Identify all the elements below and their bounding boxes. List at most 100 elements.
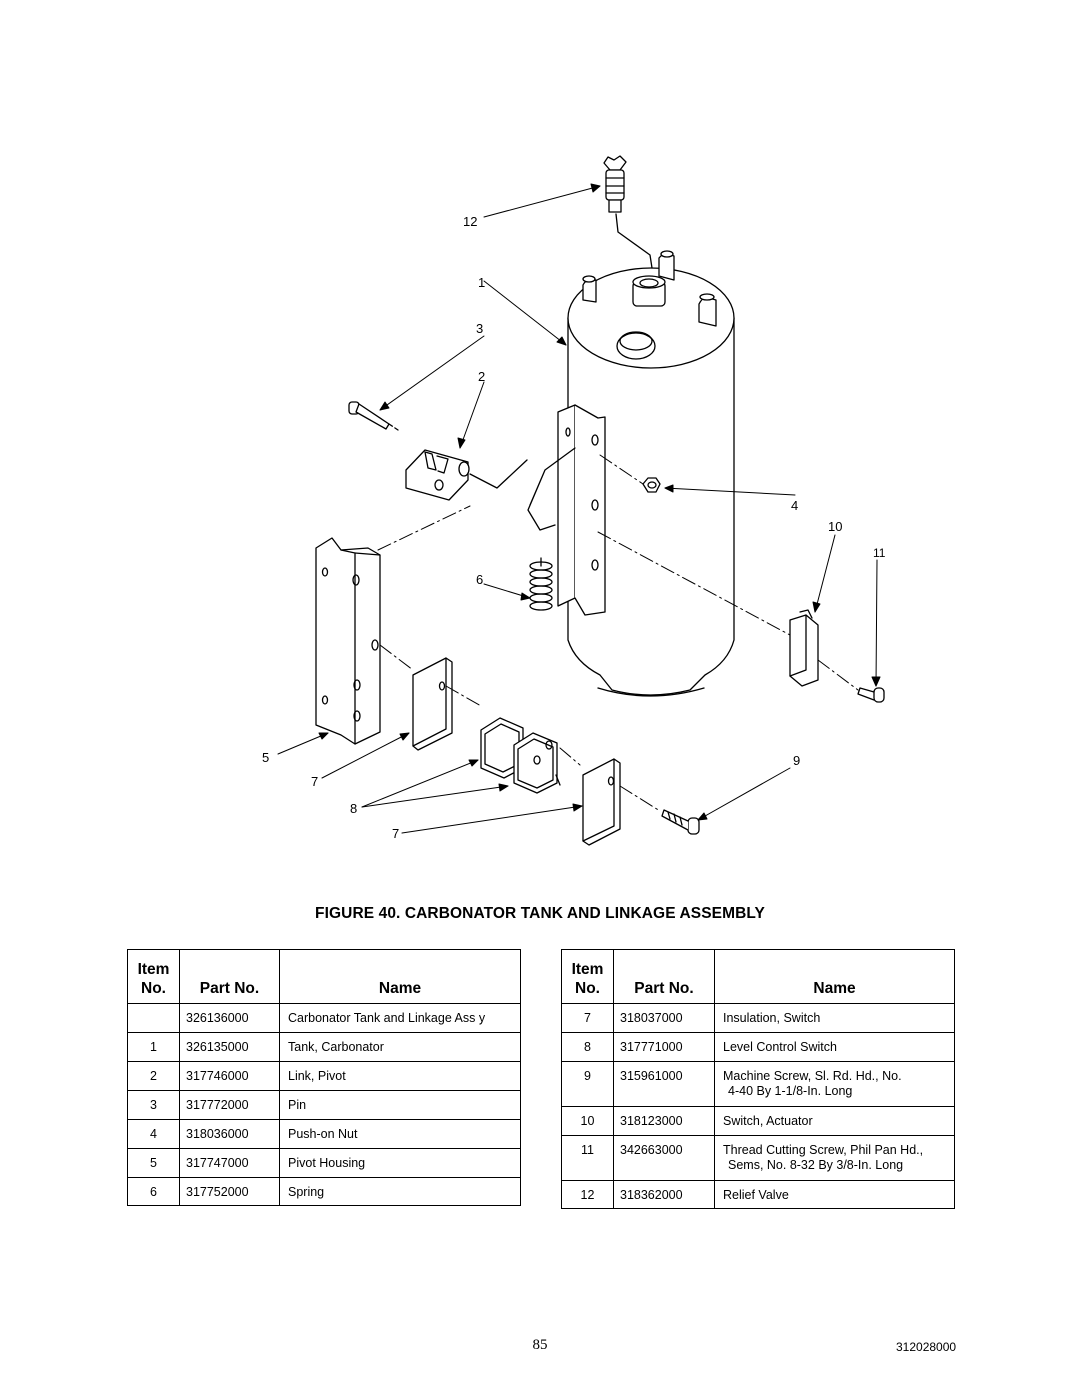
part-name-cell: Level Control Switch (714, 1032, 955, 1062)
part-no-cell: 318123000 (613, 1106, 715, 1136)
part-name-cell: Switch, Actuator (714, 1106, 955, 1136)
col-header-part-no: Part No. (179, 949, 280, 1004)
item-no-text: 2 (150, 1069, 157, 1083)
table-row: 6 317752000 Spring (127, 1177, 521, 1206)
item-no-text: 4 (150, 1127, 157, 1141)
part-name-cell: Thread Cutting Screw, Phil Pan Hd.,Sems,… (714, 1135, 955, 1181)
callout-9: 9 (793, 753, 800, 768)
col-header-part-no: Part No. (613, 949, 715, 1004)
push-on-nut (642, 477, 661, 493)
thread-cutting-screw (857, 687, 885, 703)
part-no-text: 318362000 (620, 1188, 683, 1202)
callout-4: 4 (791, 498, 798, 513)
part-name-text: Pivot Housing (288, 1156, 366, 1170)
part-name-cell: Pin (279, 1090, 521, 1120)
leader-lines (277, 183, 881, 834)
callout-2: 2 (478, 369, 485, 384)
item-no-text: 7 (584, 1011, 591, 1025)
col-header-name: Name (279, 949, 521, 1004)
part-no-text: 342663000 (620, 1143, 683, 1157)
item-no-text: 3 (150, 1098, 157, 1112)
table-row: 2 317746000 Link, Pivot (127, 1061, 521, 1091)
part-no-cell: 317752000 (179, 1177, 280, 1206)
part-name-text: Pin (288, 1098, 307, 1112)
item-no-cell: 10 (561, 1106, 614, 1136)
part-name-cell: Spring (279, 1177, 521, 1206)
item-no-cell: 6 (127, 1177, 180, 1206)
insulation-switch-upper (412, 657, 453, 751)
item-no-cell: 2 (127, 1061, 180, 1091)
part-name-continuation: 4-40 By 1-1/8-In. Long (728, 1084, 853, 1098)
callout-5: 5 (262, 750, 269, 765)
part-name-cell: Tank, Carbonator (279, 1032, 521, 1062)
part-name-text: Level Control Switch (723, 1040, 837, 1054)
part-name-text: Switch, Actuator (723, 1114, 813, 1128)
part-name-text: Relief Valve (723, 1188, 789, 1202)
relief-valve (603, 155, 653, 269)
pin (348, 401, 399, 431)
part-name-text: Tank, Carbonator (288, 1040, 384, 1054)
part-no-text: 317772000 (186, 1098, 249, 1112)
callout-3: 3 (476, 321, 483, 336)
part-name-text: Carbonator Tank and Linkage Ass y (288, 1011, 486, 1025)
exploded-assembly-diagram: 12 1 3 2 4 10 11 6 5 7 8 7 9 (262, 155, 886, 846)
item-no-text: 5 (150, 1156, 157, 1170)
part-no-cell: 342663000 (613, 1135, 715, 1181)
part-name-text: Thread Cutting Screw, Phil Pan Hd., (723, 1143, 924, 1157)
machine-screw (661, 809, 700, 835)
callout-7a: 7 (311, 774, 318, 789)
part-no-cell: 317747000 (179, 1148, 280, 1178)
part-name-cell: Link, Pivot (279, 1061, 521, 1091)
item-no-cell: 9 (561, 1061, 614, 1107)
part-no-text: 317752000 (186, 1185, 249, 1199)
table-row: 4 318036000 Push-on Nut (127, 1119, 521, 1149)
figure-title: FIGURE 40. CARBONATOR TANK AND LINKAGE A… (315, 905, 765, 922)
part-no-text: 326136000 (186, 1011, 249, 1025)
callout-6: 6 (476, 572, 483, 587)
part-name-text: Link, Pivot (288, 1069, 346, 1083)
item-no-cell: 1 (127, 1032, 180, 1062)
insulation-switch-lower (582, 758, 621, 846)
part-no-text: 317746000 (186, 1069, 249, 1083)
item-no-cell: 5 (127, 1148, 180, 1178)
part-name-text: Spring (288, 1185, 325, 1199)
item-no-text: 11 (581, 1143, 594, 1157)
spring (529, 557, 553, 611)
carbonator-tank (527, 250, 735, 697)
part-no-text: 326135000 (186, 1040, 249, 1054)
part-no-text: 318123000 (620, 1114, 683, 1128)
table-row: 9 315961000 Machine Screw, Sl. Rd. Hd., No… (561, 1061, 955, 1107)
table-row: 11 342663000 Thread Cutting Screw, Phil Pa… (561, 1135, 955, 1181)
part-no-text: 317747000 (186, 1156, 249, 1170)
item-no-cell: 3 (127, 1090, 180, 1120)
part-no-cell: 318362000 (613, 1180, 715, 1209)
table-row: 326136000 Carbonator Tank and Linkage Ass… (127, 1003, 521, 1033)
part-name-cell: Carbonator Tank and Linkage Ass y (279, 1003, 521, 1033)
callout-7b: 7 (392, 826, 399, 841)
callout-12: 12 (463, 214, 477, 229)
callout-11: 11 (873, 546, 886, 560)
part-name-cell: Pivot Housing (279, 1148, 521, 1178)
pivot-link (405, 449, 528, 501)
part-name-cell: Push-on Nut (279, 1119, 521, 1149)
part-name-continuation: Sems, No. 8-32 By 3/8-In. Long (728, 1158, 904, 1172)
part-no-text: 318036000 (186, 1127, 249, 1141)
item-no-text: 12 (580, 1188, 595, 1202)
col-header-name: Name (714, 949, 955, 1004)
part-no-text: 315961000 (620, 1069, 683, 1083)
document-code: 312028000 (896, 1340, 957, 1354)
callout-10: 10 (828, 519, 842, 534)
item-no-cell: 7 (561, 1003, 614, 1033)
part-name-cell: Relief Valve (714, 1180, 955, 1209)
part-name-cell: Machine Screw, Sl. Rd. Hd., No.4-40 By 1… (714, 1061, 955, 1107)
part-no-cell: 317771000 (613, 1032, 715, 1062)
switch-actuator (789, 609, 819, 687)
table-row: 12 318362000 Relief Valve (561, 1180, 955, 1209)
part-no-cell: 326135000 (179, 1032, 280, 1062)
